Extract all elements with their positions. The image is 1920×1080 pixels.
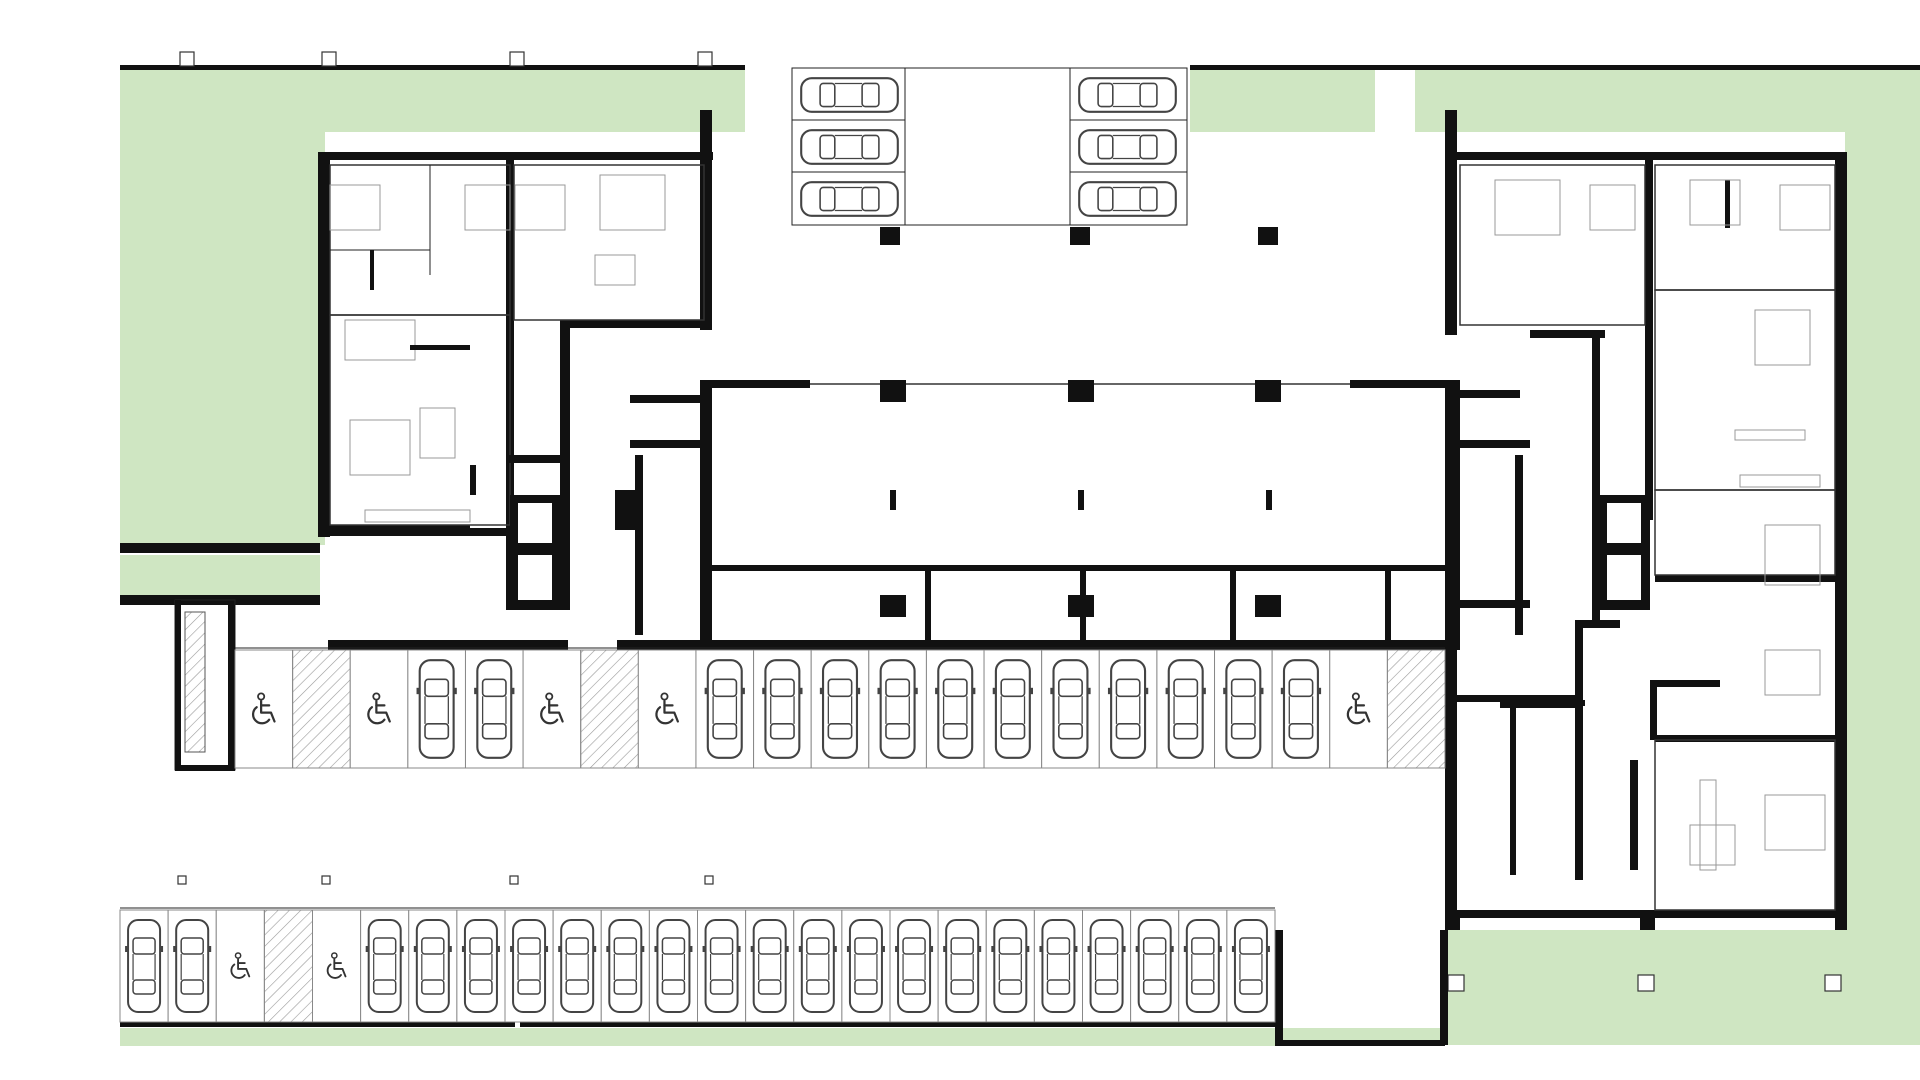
car-icon	[364, 918, 405, 1014]
car-icon	[557, 918, 598, 1014]
car-icon	[1049, 659, 1092, 759]
upper-parking-bays	[234, 649, 1446, 769]
hatched-aisle	[263, 909, 313, 1023]
car-icon	[818, 659, 862, 759]
car-icon	[1106, 659, 1150, 759]
car-icon	[172, 918, 213, 1014]
parking-bay	[215, 909, 265, 1023]
landscape-areas	[120, 70, 1920, 1046]
car-icon	[942, 918, 983, 1014]
car-icon	[991, 659, 1035, 759]
car-icon	[761, 659, 804, 759]
car-icon	[1078, 129, 1177, 165]
car-icon	[797, 918, 838, 1014]
car-icon	[1134, 918, 1175, 1014]
car-icon	[1078, 77, 1177, 113]
car-icon	[703, 659, 747, 759]
car-icon	[1230, 918, 1272, 1014]
parking-bay	[522, 649, 582, 769]
car-icon	[1222, 659, 1265, 759]
parking-bay	[349, 649, 409, 769]
hatched-aisle	[292, 649, 351, 769]
left-residential-block	[318, 110, 713, 610]
car-icon	[415, 659, 458, 759]
parking-bay	[312, 909, 362, 1023]
car-icon	[749, 918, 790, 1014]
car-icon	[990, 918, 1031, 1014]
central-hall	[328, 227, 1457, 650]
car-icon	[653, 918, 694, 1014]
courtyard-parking	[791, 67, 1188, 226]
car-icon	[1279, 659, 1323, 759]
car-icon	[701, 918, 742, 1014]
right-residential-block	[1445, 110, 1847, 922]
car-icon	[123, 918, 165, 1014]
car-icon	[472, 659, 516, 759]
car-icon	[893, 918, 935, 1014]
car-icon	[933, 659, 977, 759]
car-icon	[1038, 918, 1079, 1014]
courtyard-cars	[800, 77, 1177, 217]
car-icon	[800, 181, 899, 217]
parking-bay	[1329, 649, 1388, 769]
car-icon	[800, 77, 899, 113]
car-icon	[1182, 918, 1223, 1014]
car-icon	[460, 918, 502, 1014]
right-core	[1450, 330, 1650, 650]
car-icon	[1086, 918, 1127, 1014]
car-icon	[605, 918, 646, 1014]
hatched-aisle	[1386, 649, 1446, 769]
car-icon	[800, 129, 899, 165]
lower-parking-bays	[119, 909, 1276, 1023]
car-icon	[1078, 181, 1177, 217]
car-icon	[845, 918, 887, 1014]
hatched-aisle	[580, 649, 639, 769]
parking-bay	[234, 649, 294, 769]
car-icon	[1164, 659, 1208, 759]
car-icon	[412, 918, 453, 1014]
right-lower-block	[1445, 695, 1847, 992]
car-icon	[876, 659, 919, 759]
car-icon	[508, 918, 550, 1014]
left-core	[510, 325, 708, 635]
parking-bay	[637, 649, 697, 769]
